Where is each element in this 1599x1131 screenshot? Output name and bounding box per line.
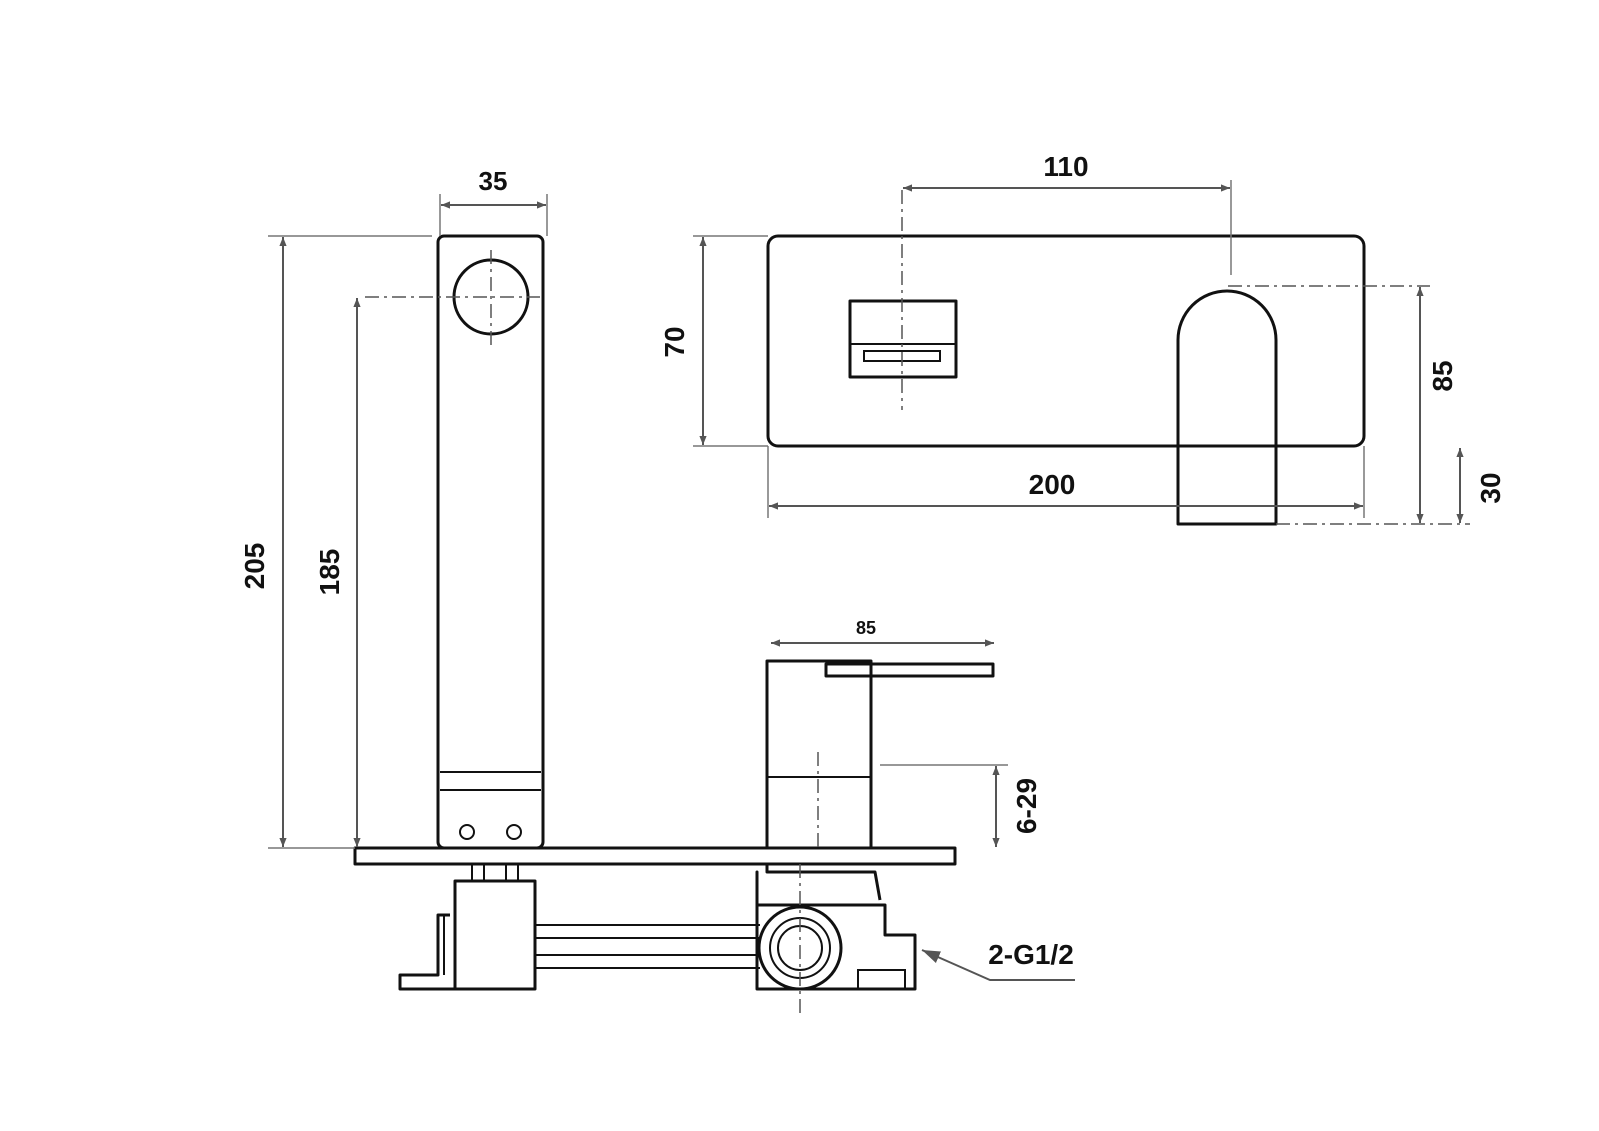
screw-hole-left bbox=[459, 824, 475, 840]
dimension-110: 110 bbox=[903, 151, 1232, 275]
dim-panel-width: 200 bbox=[1029, 469, 1076, 500]
screw-hole-right bbox=[506, 824, 522, 840]
callout-connection: 2-G1/2 bbox=[921, 939, 1075, 981]
dimension-85-spout: 85 bbox=[1228, 285, 1470, 525]
dimension-85-mixer: 85 bbox=[771, 618, 994, 647]
dimension-35: 35 bbox=[439, 166, 548, 236]
dimension-30: 30 bbox=[1456, 448, 1506, 523]
dimension-70: 70 bbox=[659, 235, 768, 447]
dim-mixer-depth: 85 bbox=[856, 618, 876, 638]
dim-handle-width: 35 bbox=[479, 166, 508, 196]
dim-spout-drop: 85 bbox=[1427, 360, 1458, 391]
label-connection: 2-G1/2 bbox=[988, 939, 1074, 970]
dim-total-height: 205 bbox=[239, 543, 270, 590]
handle-body bbox=[436, 234, 545, 850]
diverter-slot bbox=[848, 299, 958, 379]
dim-hole-spacing: 110 bbox=[1043, 151, 1088, 182]
wall-plate bbox=[353, 846, 957, 866]
dimension-200: 200 bbox=[767, 446, 1365, 518]
side-view bbox=[353, 234, 995, 1015]
dimension-205: 205 bbox=[239, 235, 432, 849]
concealed-box bbox=[398, 863, 917, 1015]
dim-panel-height: 70 bbox=[659, 326, 690, 357]
dimension-185: 185 bbox=[314, 298, 361, 847]
spout bbox=[1176, 289, 1278, 526]
dimension-6-29: 6-29 bbox=[880, 764, 1042, 847]
dim-wall-adjust: 6-29 bbox=[1011, 778, 1042, 834]
front-plate bbox=[766, 234, 1366, 448]
lever bbox=[824, 662, 995, 678]
dim-axis-height: 185 bbox=[314, 549, 345, 596]
dim-spout-tip: 30 bbox=[1475, 472, 1506, 503]
mixer-body bbox=[765, 659, 873, 850]
front-view bbox=[766, 190, 1366, 526]
